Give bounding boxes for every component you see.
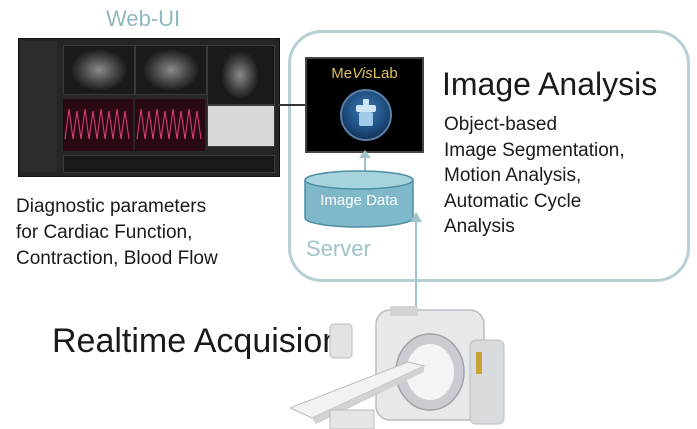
image-analysis-list: Object-based Image Segmentation, Motion … <box>444 112 625 240</box>
mevislab-box: MeVisLab <box>305 57 424 153</box>
screenshot-panel <box>207 45 275 105</box>
screenshot-graph-lines <box>136 108 202 140</box>
screenshot-panel <box>207 105 275 147</box>
screenshot-graph-lines <box>64 108 130 140</box>
image-analysis-item: Object-based <box>444 114 558 135</box>
mevislab-title: MeVisLab <box>331 65 398 82</box>
screenshot-footer <box>63 155 275 173</box>
screenshot-cardiac-image <box>72 50 126 90</box>
server-label: Server <box>306 236 371 261</box>
server-box <box>288 30 690 282</box>
screenshot-panel <box>63 45 135 95</box>
image-analysis-item: Image Segmentation, <box>444 139 625 161</box>
diagnostic-parameters-text: Diagnostic parameters for Cardiac Functi… <box>16 194 218 272</box>
webui-screenshot <box>18 38 280 177</box>
screenshot-sidebar <box>21 41 57 172</box>
image-data-label: Image Data <box>320 192 398 209</box>
screenshot-panel <box>135 45 207 95</box>
screenshot-graph <box>63 99 133 151</box>
mevislab-logo-icon <box>340 89 392 141</box>
realtime-acquisition-label: Realtime Acquision <box>52 322 342 360</box>
screenshot-cardiac-image <box>144 50 198 90</box>
screenshot-graph <box>135 99 205 151</box>
webui-connector-line <box>278 104 306 106</box>
webui-label: Web-UI <box>106 6 181 31</box>
diagnostic-line: for Cardiac Function, <box>16 222 193 243</box>
mri-scanner-icon <box>290 306 505 429</box>
image-analysis-item: Automatic Cycle <box>444 190 582 212</box>
image-analysis-item: Motion Analysis, <box>444 165 582 186</box>
image-analysis-title: Image Analysis <box>442 66 658 102</box>
diagnostic-line: Contraction, Blood Flow <box>16 248 218 269</box>
image-data-database-icon <box>304 170 414 228</box>
diagnostic-line: Diagnostic parameters <box>16 196 207 217</box>
scanner-to-database-arrow <box>410 212 422 308</box>
image-analysis-item: Analysis <box>444 216 515 237</box>
screenshot-vessel-image <box>222 52 258 98</box>
